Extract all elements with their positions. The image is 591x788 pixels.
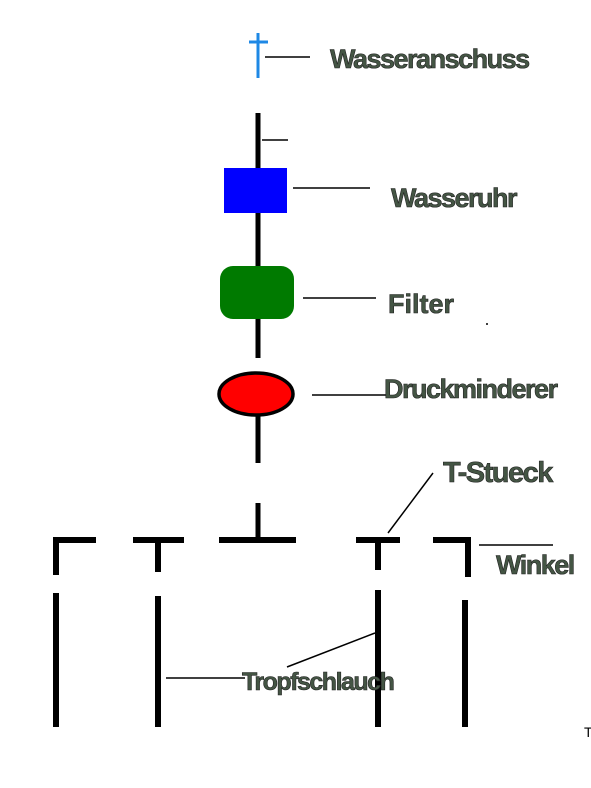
label-corner-mark: T (584, 724, 591, 740)
stray-dot (486, 323, 488, 325)
t-piece-left (133, 537, 184, 572)
label-drip-hose: Tropfschlauch (242, 668, 394, 696)
water-connection-icon (249, 33, 268, 78)
label-pressure-reducer: Druckminderer (384, 374, 559, 404)
pressure-reducer-ellipse (217, 371, 295, 417)
water-meter-box (224, 168, 287, 213)
leader-line-t-piece (387, 472, 434, 534)
label-filter: Filter (388, 289, 455, 319)
leader-line-drip-hose-right (286, 632, 376, 668)
label-elbow: Winkel (496, 550, 574, 580)
t-piece-right (356, 537, 400, 570)
elbow-left (53, 537, 96, 575)
label-t-piece: T-Stueck (443, 457, 554, 489)
label-water-meter: Wasseruhr (391, 183, 518, 213)
filter-box (220, 266, 294, 319)
elbow-right (433, 537, 471, 577)
label-water-connection: Wasseranschuss (330, 44, 529, 74)
